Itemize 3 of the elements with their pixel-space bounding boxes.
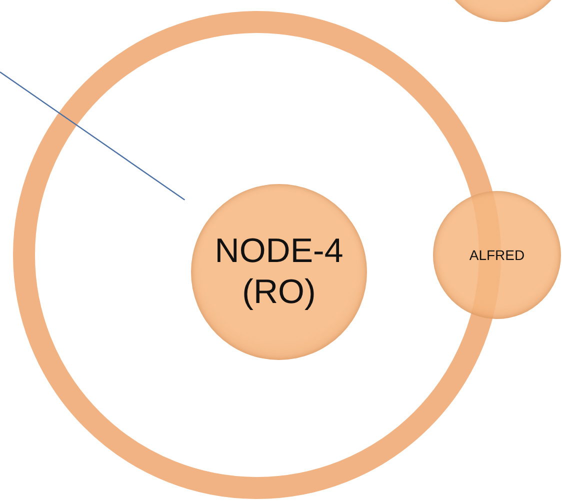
- node-label: NODE-4 (RO): [214, 231, 344, 313]
- node-label: ALFRED: [468, 246, 526, 264]
- connector-line: [0, 72, 185, 200]
